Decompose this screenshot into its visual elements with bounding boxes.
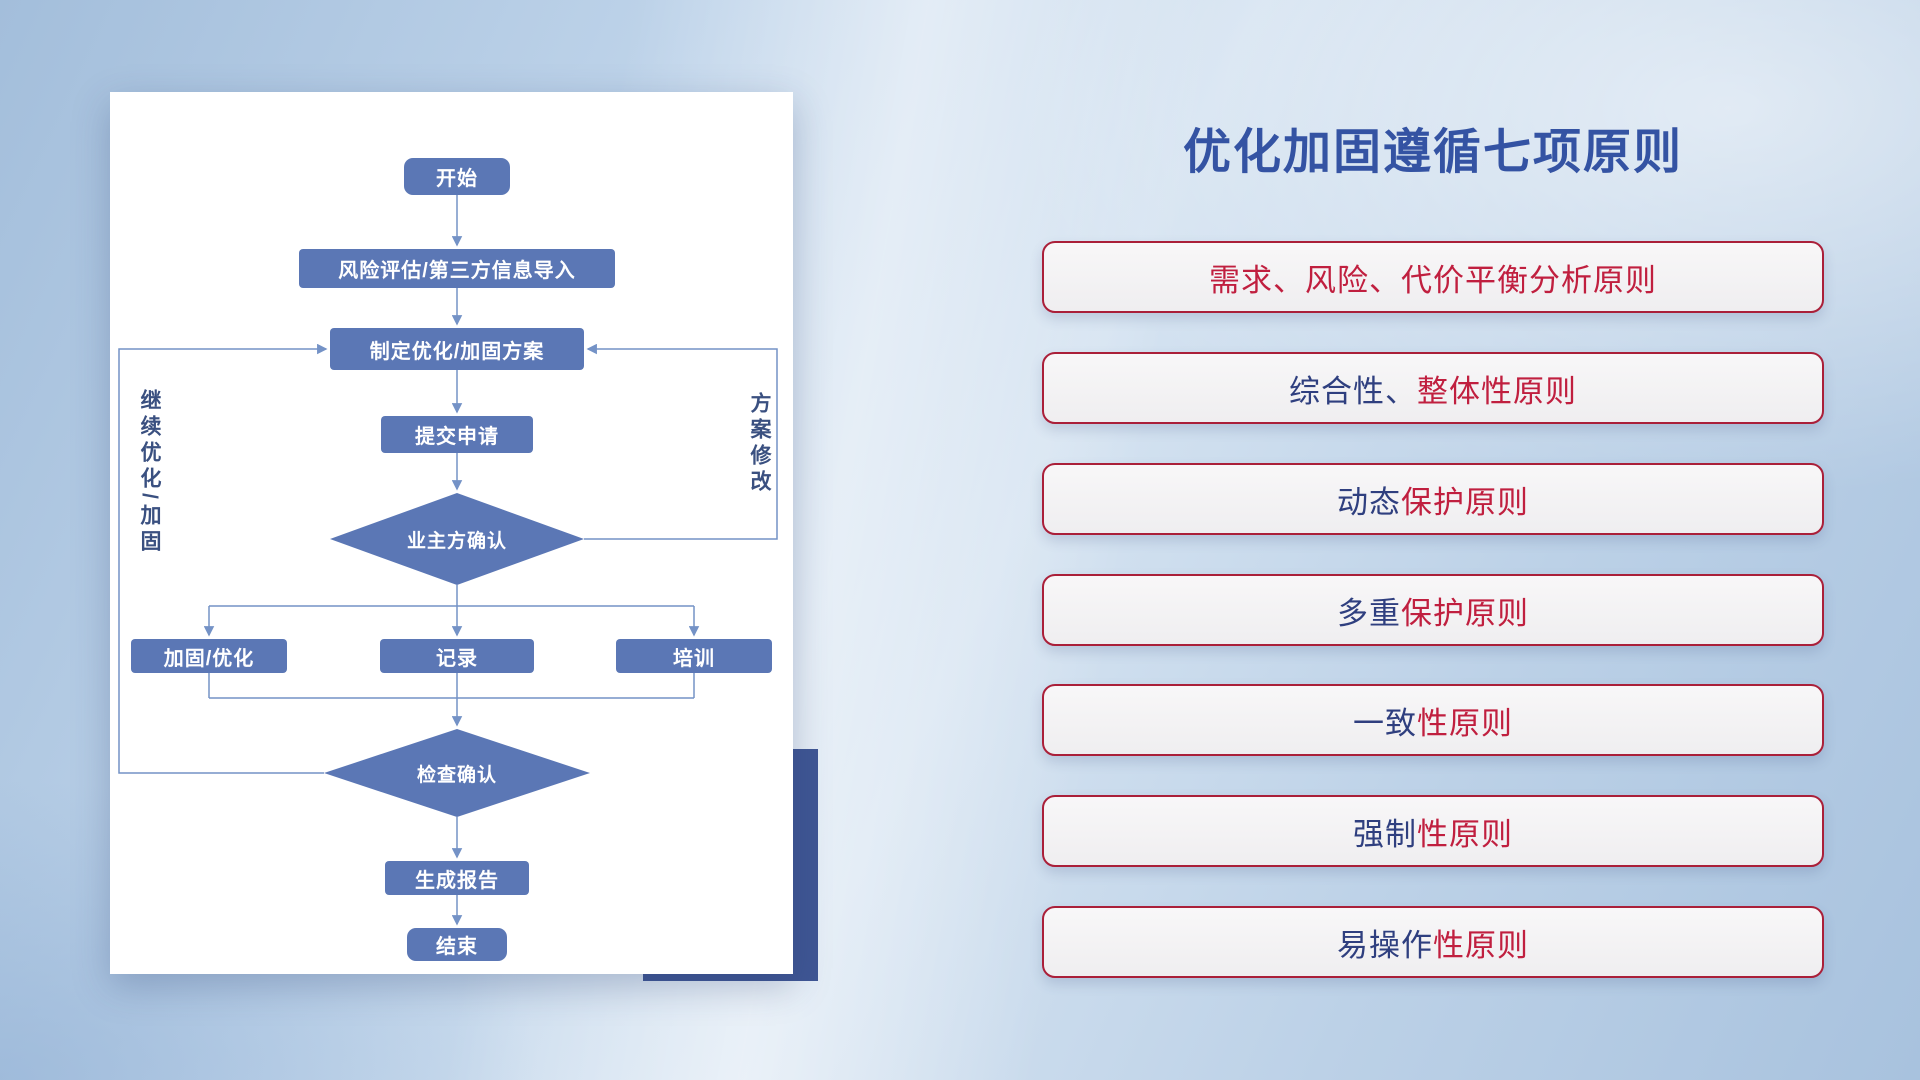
principle-text-highlight: 需求、风险、代价平衡分析原则 bbox=[1209, 262, 1657, 298]
principle-item-6: 强制性原则 bbox=[1042, 795, 1824, 867]
principle-text-highlight: 性原则 bbox=[1417, 816, 1513, 852]
flowchart-node-record: 记录 bbox=[380, 639, 534, 673]
node-label: 加固/优化 bbox=[163, 647, 255, 670]
principle-text-prefix: 一致 bbox=[1353, 705, 1417, 741]
principle-item-7: 易操作性原则 bbox=[1042, 906, 1824, 978]
flowchart-card: 开始 风险评估/第三方信息导入 制定优化/加固方案 提交申请 业主方确认 加固/… bbox=[110, 92, 793, 974]
flowchart-node-train: 培训 bbox=[616, 639, 772, 673]
principle-text-prefix: 综合性、 bbox=[1289, 373, 1417, 409]
edge-label-continue-optimize: 继续优化/加固 bbox=[138, 389, 161, 556]
flowchart-node-check-confirm: 检查确认 bbox=[324, 729, 590, 817]
node-label: 开始 bbox=[436, 168, 478, 190]
flowchart-edges bbox=[118, 195, 778, 926]
principle-text-prefix: 强制 bbox=[1353, 816, 1417, 852]
principle-text-prefix: 动态 bbox=[1337, 484, 1401, 520]
node-label: 培训 bbox=[673, 647, 715, 670]
principle-item-1: 需求、风险、代价平衡分析原则 bbox=[1042, 241, 1824, 313]
node-label: 检查确认 bbox=[416, 764, 497, 786]
flowchart-node-owner-confirm: 业主方确认 bbox=[330, 493, 584, 585]
principle-text-prefix: 多重 bbox=[1337, 595, 1401, 631]
principle-text-highlight: 保护原则 bbox=[1401, 484, 1529, 520]
flowchart-node-reinforce: 加固/优化 bbox=[131, 639, 287, 673]
flowchart-node-submit: 提交申请 bbox=[381, 416, 533, 453]
principle-text-highlight: 保护原则 bbox=[1401, 595, 1529, 631]
flowchart-node-report: 生成报告 bbox=[385, 861, 529, 895]
principle-item-2: 综合性、整体性原则 bbox=[1042, 352, 1824, 424]
node-label: 风险评估/第三方信息导入 bbox=[338, 260, 576, 282]
flowchart-node-make-plan: 制定优化/加固方案 bbox=[330, 328, 584, 370]
principle-text-highlight: 整体性原则 bbox=[1417, 373, 1577, 409]
node-label: 生成报告 bbox=[415, 869, 499, 892]
principle-text-prefix: 易操作 bbox=[1337, 927, 1433, 963]
principle-item-4: 多重保护原则 bbox=[1042, 574, 1824, 646]
flowchart-node-risk-import: 风险评估/第三方信息导入 bbox=[299, 249, 615, 288]
principle-item-3: 动态保护原则 bbox=[1042, 463, 1824, 535]
node-label: 记录 bbox=[436, 647, 478, 670]
principle-text-highlight: 性原则 bbox=[1417, 705, 1513, 741]
principle-item-5: 一致性原则 bbox=[1042, 684, 1824, 756]
edge-label-plan-modify: 方案修改 bbox=[748, 392, 771, 496]
flowchart-node-start: 开始 bbox=[404, 158, 510, 195]
slide-title: 优化加固遵循七项原则 bbox=[1182, 126, 1683, 179]
node-label: 提交申请 bbox=[415, 426, 499, 448]
flowchart-connectors bbox=[118, 195, 778, 926]
principle-text-highlight: 性原则 bbox=[1433, 927, 1529, 963]
node-label: 结束 bbox=[436, 936, 478, 958]
flowchart-node-end: 结束 bbox=[407, 928, 507, 961]
node-label: 业主方确认 bbox=[406, 530, 507, 552]
node-label: 制定优化/加固方案 bbox=[369, 340, 545, 363]
